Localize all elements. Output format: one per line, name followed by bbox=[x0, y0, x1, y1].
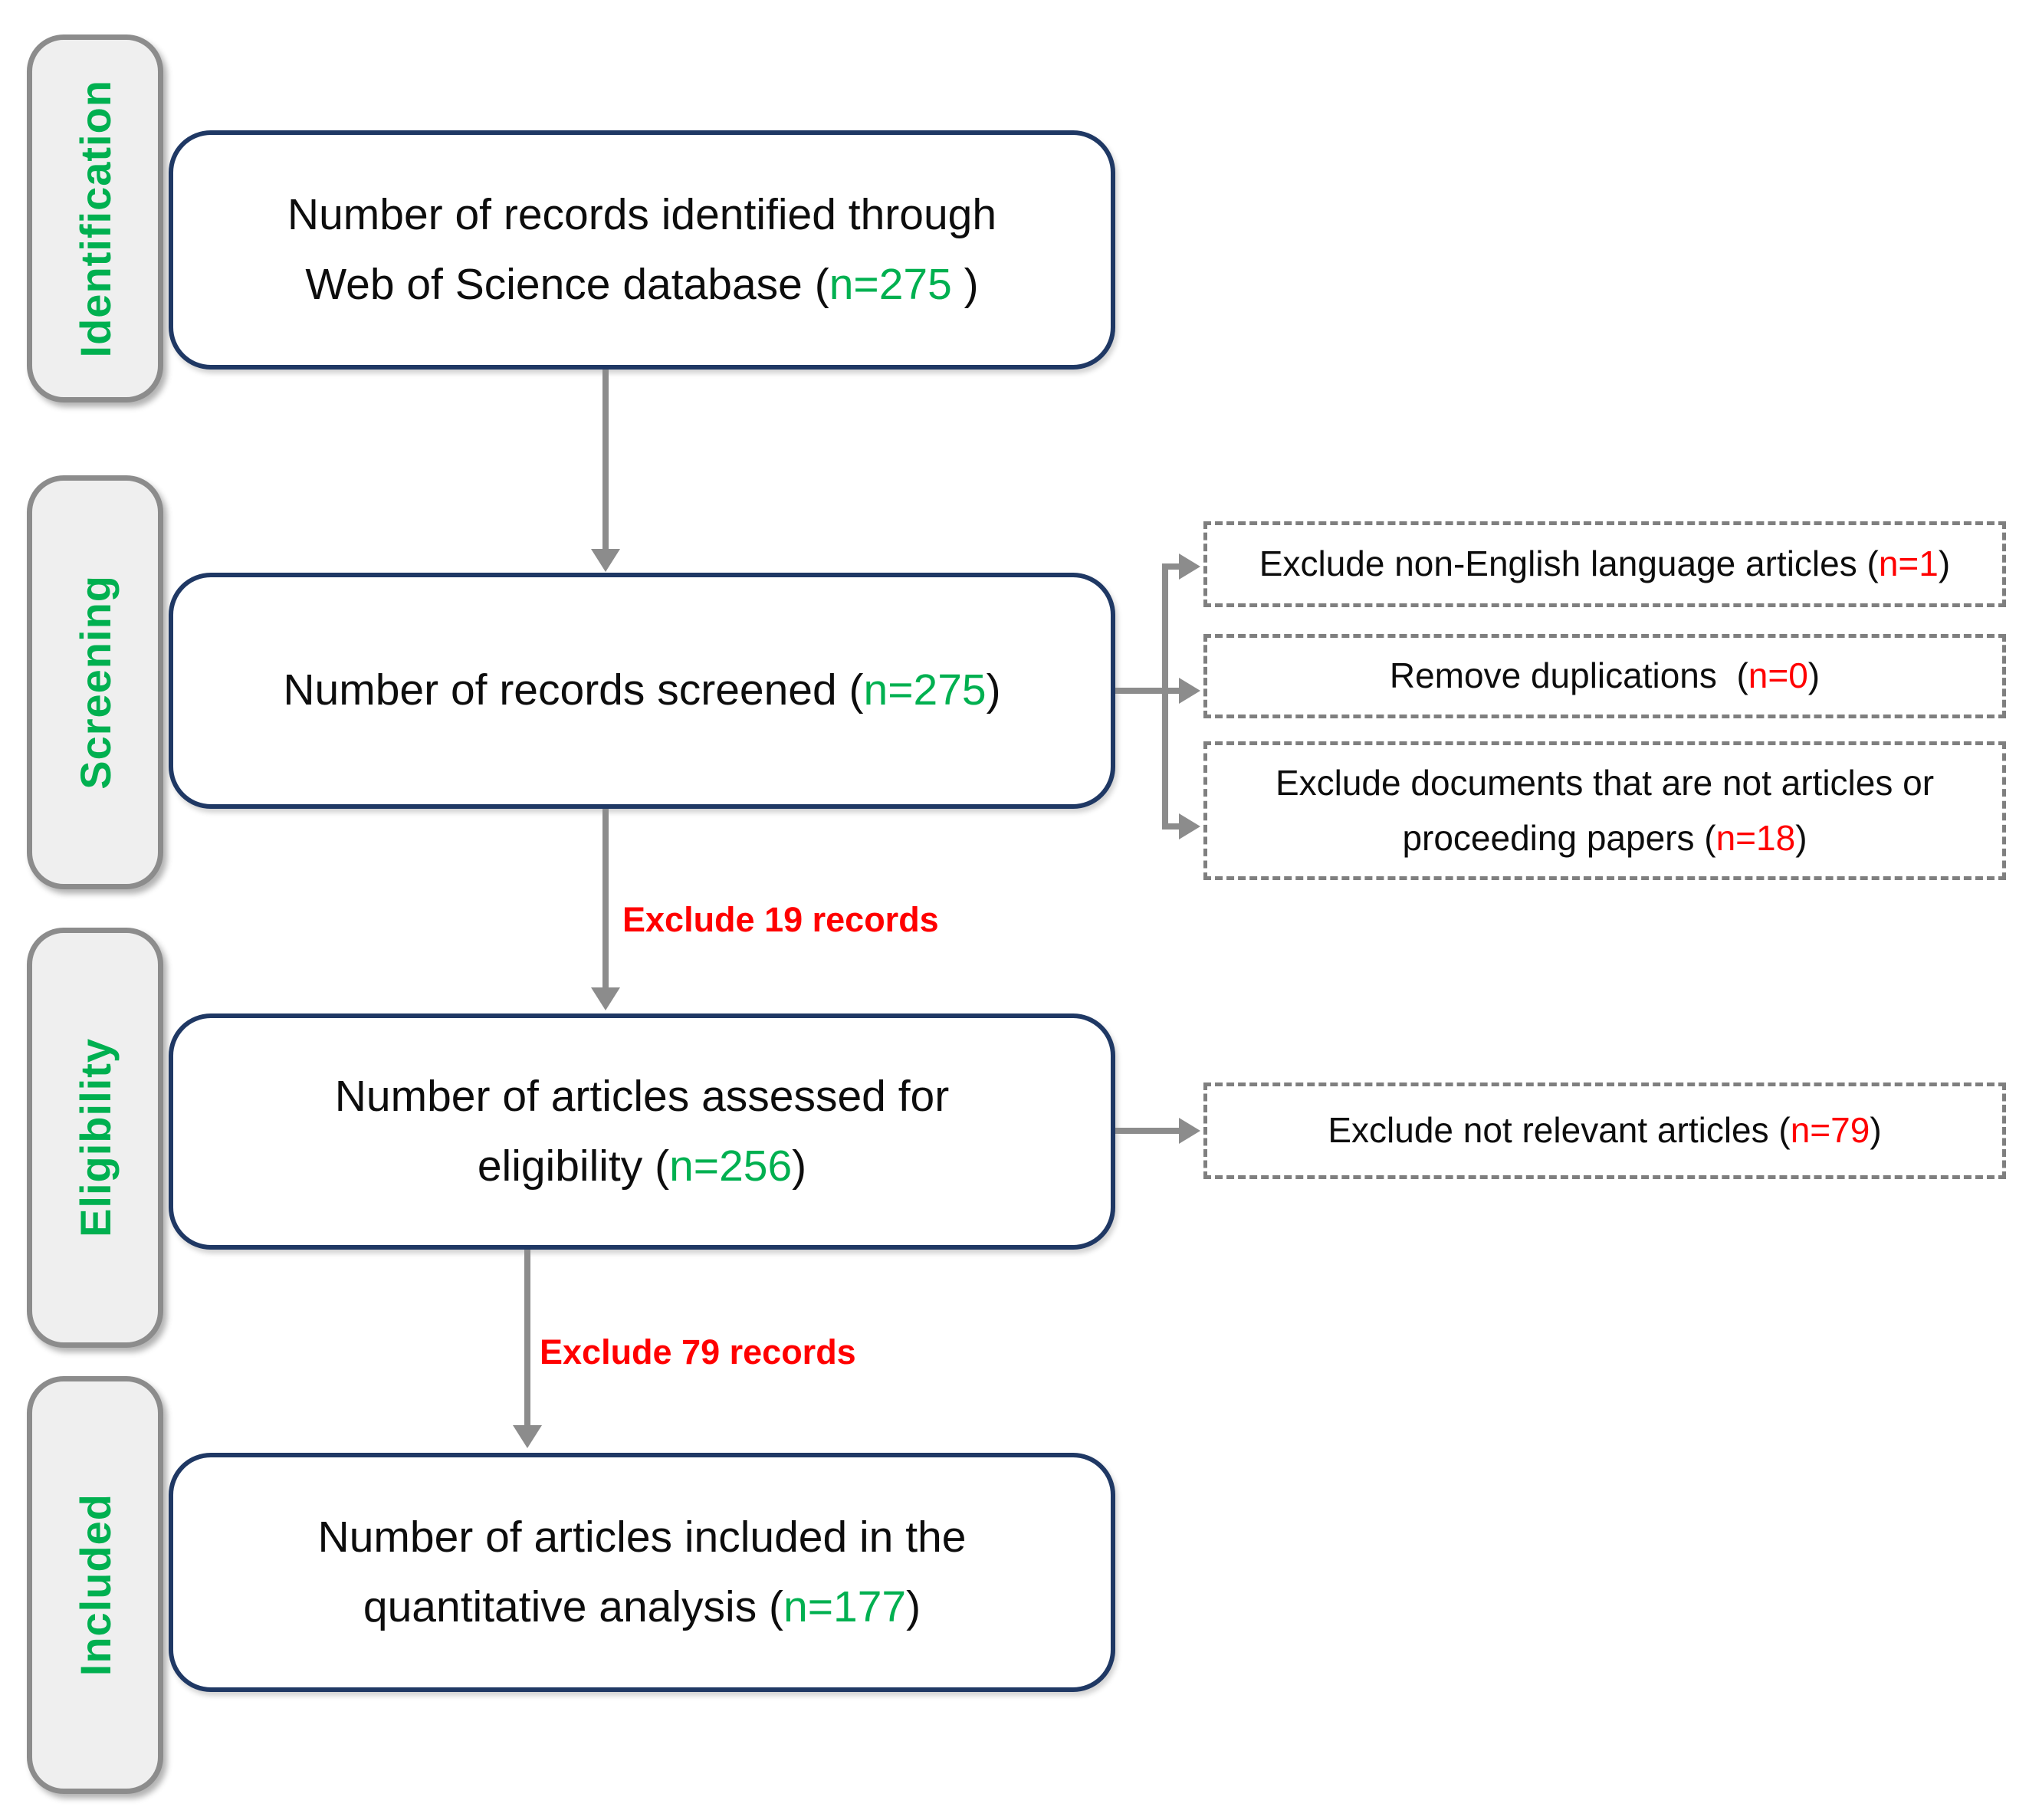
identification-line2-prefix: Web of Science database ( bbox=[305, 260, 829, 309]
stage-label-eligibility-text: Eligibility bbox=[71, 1038, 120, 1237]
exclusion-non-english-text: Exclude non-English language articles (n… bbox=[1259, 537, 1950, 591]
branch-stub-not-articles bbox=[1168, 823, 1182, 830]
exclusion-not-relevant-box: Exclude not relevant articles (n=79) bbox=[1203, 1082, 2006, 1179]
exclusion-duplications-count: n=0 bbox=[1748, 655, 1808, 696]
exclusion-non-english-suffix: ) bbox=[1938, 544, 1951, 584]
arrowhead-not-relevant bbox=[1179, 1118, 1200, 1144]
exclusion-duplications-text: Remove duplications (n=0) bbox=[1390, 649, 1820, 703]
arrowhead-non-english bbox=[1179, 554, 1200, 580]
exclusion-non-english-box: Exclude non-English language articles (n… bbox=[1203, 521, 2006, 607]
stage-label-included: Included bbox=[27, 1376, 163, 1794]
stage-label-eligibility: Eligibility bbox=[27, 928, 163, 1348]
arrowhead-duplications bbox=[1179, 678, 1200, 704]
exclusion-not-articles-line1: Exclude documents that are not articles … bbox=[1275, 763, 1935, 803]
eligibility-articles-box-text: Number of articles assessed for eligibil… bbox=[335, 1062, 949, 1201]
identification-line1: Number of records identified through bbox=[287, 189, 997, 239]
arrow-identification-to-screening bbox=[602, 370, 609, 552]
exclude-79-records-label: Exclude 79 records bbox=[540, 1332, 856, 1372]
arrowhead-eligibility-to-included bbox=[513, 1425, 542, 1448]
included-line2-prefix: quantitative analysis ( bbox=[363, 1582, 784, 1631]
exclusion-duplications-suffix: ) bbox=[1807, 655, 1821, 696]
exclusion-non-english-count: n=1 bbox=[1878, 544, 1939, 584]
exclusion-not-relevant-count: n=79 bbox=[1790, 1110, 1870, 1151]
identification-records-box: Number of records identified through Web… bbox=[169, 130, 1115, 370]
branch-stub-duplications bbox=[1168, 688, 1182, 694]
arrowhead-identification-to-screening bbox=[591, 549, 620, 572]
screening-suffix: ) bbox=[986, 665, 1001, 715]
exclusion-not-articles-line2-prefix: proceeding papers ( bbox=[1402, 817, 1716, 858]
arrowhead-not-articles bbox=[1179, 813, 1200, 839]
connector-eligibility-to-exclusion bbox=[1115, 1128, 1180, 1134]
exclusion-not-articles-box: Exclude documents that are not articles … bbox=[1203, 741, 2006, 880]
eligibility-line2-prefix: eligibility ( bbox=[477, 1142, 670, 1191]
exclusion-duplications-prefix: Remove duplications ( bbox=[1389, 655, 1748, 696]
identification-records-box-text: Number of records identified through Web… bbox=[287, 180, 996, 320]
identification-line2-suffix: ) bbox=[951, 260, 979, 309]
eligibility-count: n=256 bbox=[669, 1142, 793, 1191]
exclusion-not-relevant-text: Exclude not relevant articles (n=79) bbox=[1328, 1103, 1881, 1158]
included-count: n=177 bbox=[783, 1582, 907, 1631]
screening-count: n=275 bbox=[863, 665, 987, 715]
stage-label-identification: Identification bbox=[27, 34, 163, 402]
stage-label-screening: Screening bbox=[27, 475, 163, 889]
identification-count: n=275 bbox=[829, 260, 952, 309]
screening-prefix: Number of records screened ( bbox=[283, 665, 864, 715]
branch-stub-non-english bbox=[1168, 563, 1182, 570]
exclusion-not-relevant-prefix: Exclude not relevant articles ( bbox=[1328, 1110, 1791, 1151]
included-articles-box: Number of articles included in the quant… bbox=[169, 1453, 1115, 1692]
exclude-19-records-label: Exclude 19 records bbox=[622, 900, 939, 939]
exclusion-not-articles-text: Exclude documents that are not articles … bbox=[1276, 756, 1934, 866]
included-line1: Number of articles included in the bbox=[317, 1512, 967, 1562]
stage-label-screening-text: Screening bbox=[71, 575, 120, 790]
eligibility-articles-box: Number of articles assessed for eligibil… bbox=[169, 1013, 1115, 1250]
eligibility-line1: Number of articles assessed for bbox=[334, 1071, 950, 1121]
arrow-eligibility-to-included bbox=[524, 1250, 530, 1427]
stage-label-identification-text: Identification bbox=[71, 79, 120, 358]
screening-records-box: Number of records screened (n=275) bbox=[169, 573, 1115, 809]
arrow-screening-to-eligibility bbox=[602, 809, 609, 989]
stage-label-included-text: Included bbox=[71, 1493, 120, 1677]
exclusion-not-articles-count: n=18 bbox=[1715, 817, 1796, 858]
exclusion-duplications-box: Remove duplications (n=0) bbox=[1203, 634, 2006, 718]
exclusion-not-relevant-suffix: ) bbox=[1870, 1110, 1882, 1151]
screening-records-box-text: Number of records screened (n=275) bbox=[283, 655, 1000, 725]
exclusion-not-articles-line2-suffix: ) bbox=[1795, 817, 1807, 858]
included-line2-suffix: ) bbox=[906, 1582, 921, 1631]
branch-vertical-line bbox=[1162, 563, 1168, 830]
arrowhead-screening-to-eligibility bbox=[591, 987, 620, 1010]
eligibility-line2-suffix: ) bbox=[792, 1142, 807, 1191]
included-articles-box-text: Number of articles included in the quant… bbox=[318, 1503, 967, 1642]
exclusion-non-english-prefix: Exclude non-English language articles ( bbox=[1259, 544, 1879, 584]
connector-screening-to-branch bbox=[1115, 688, 1168, 694]
